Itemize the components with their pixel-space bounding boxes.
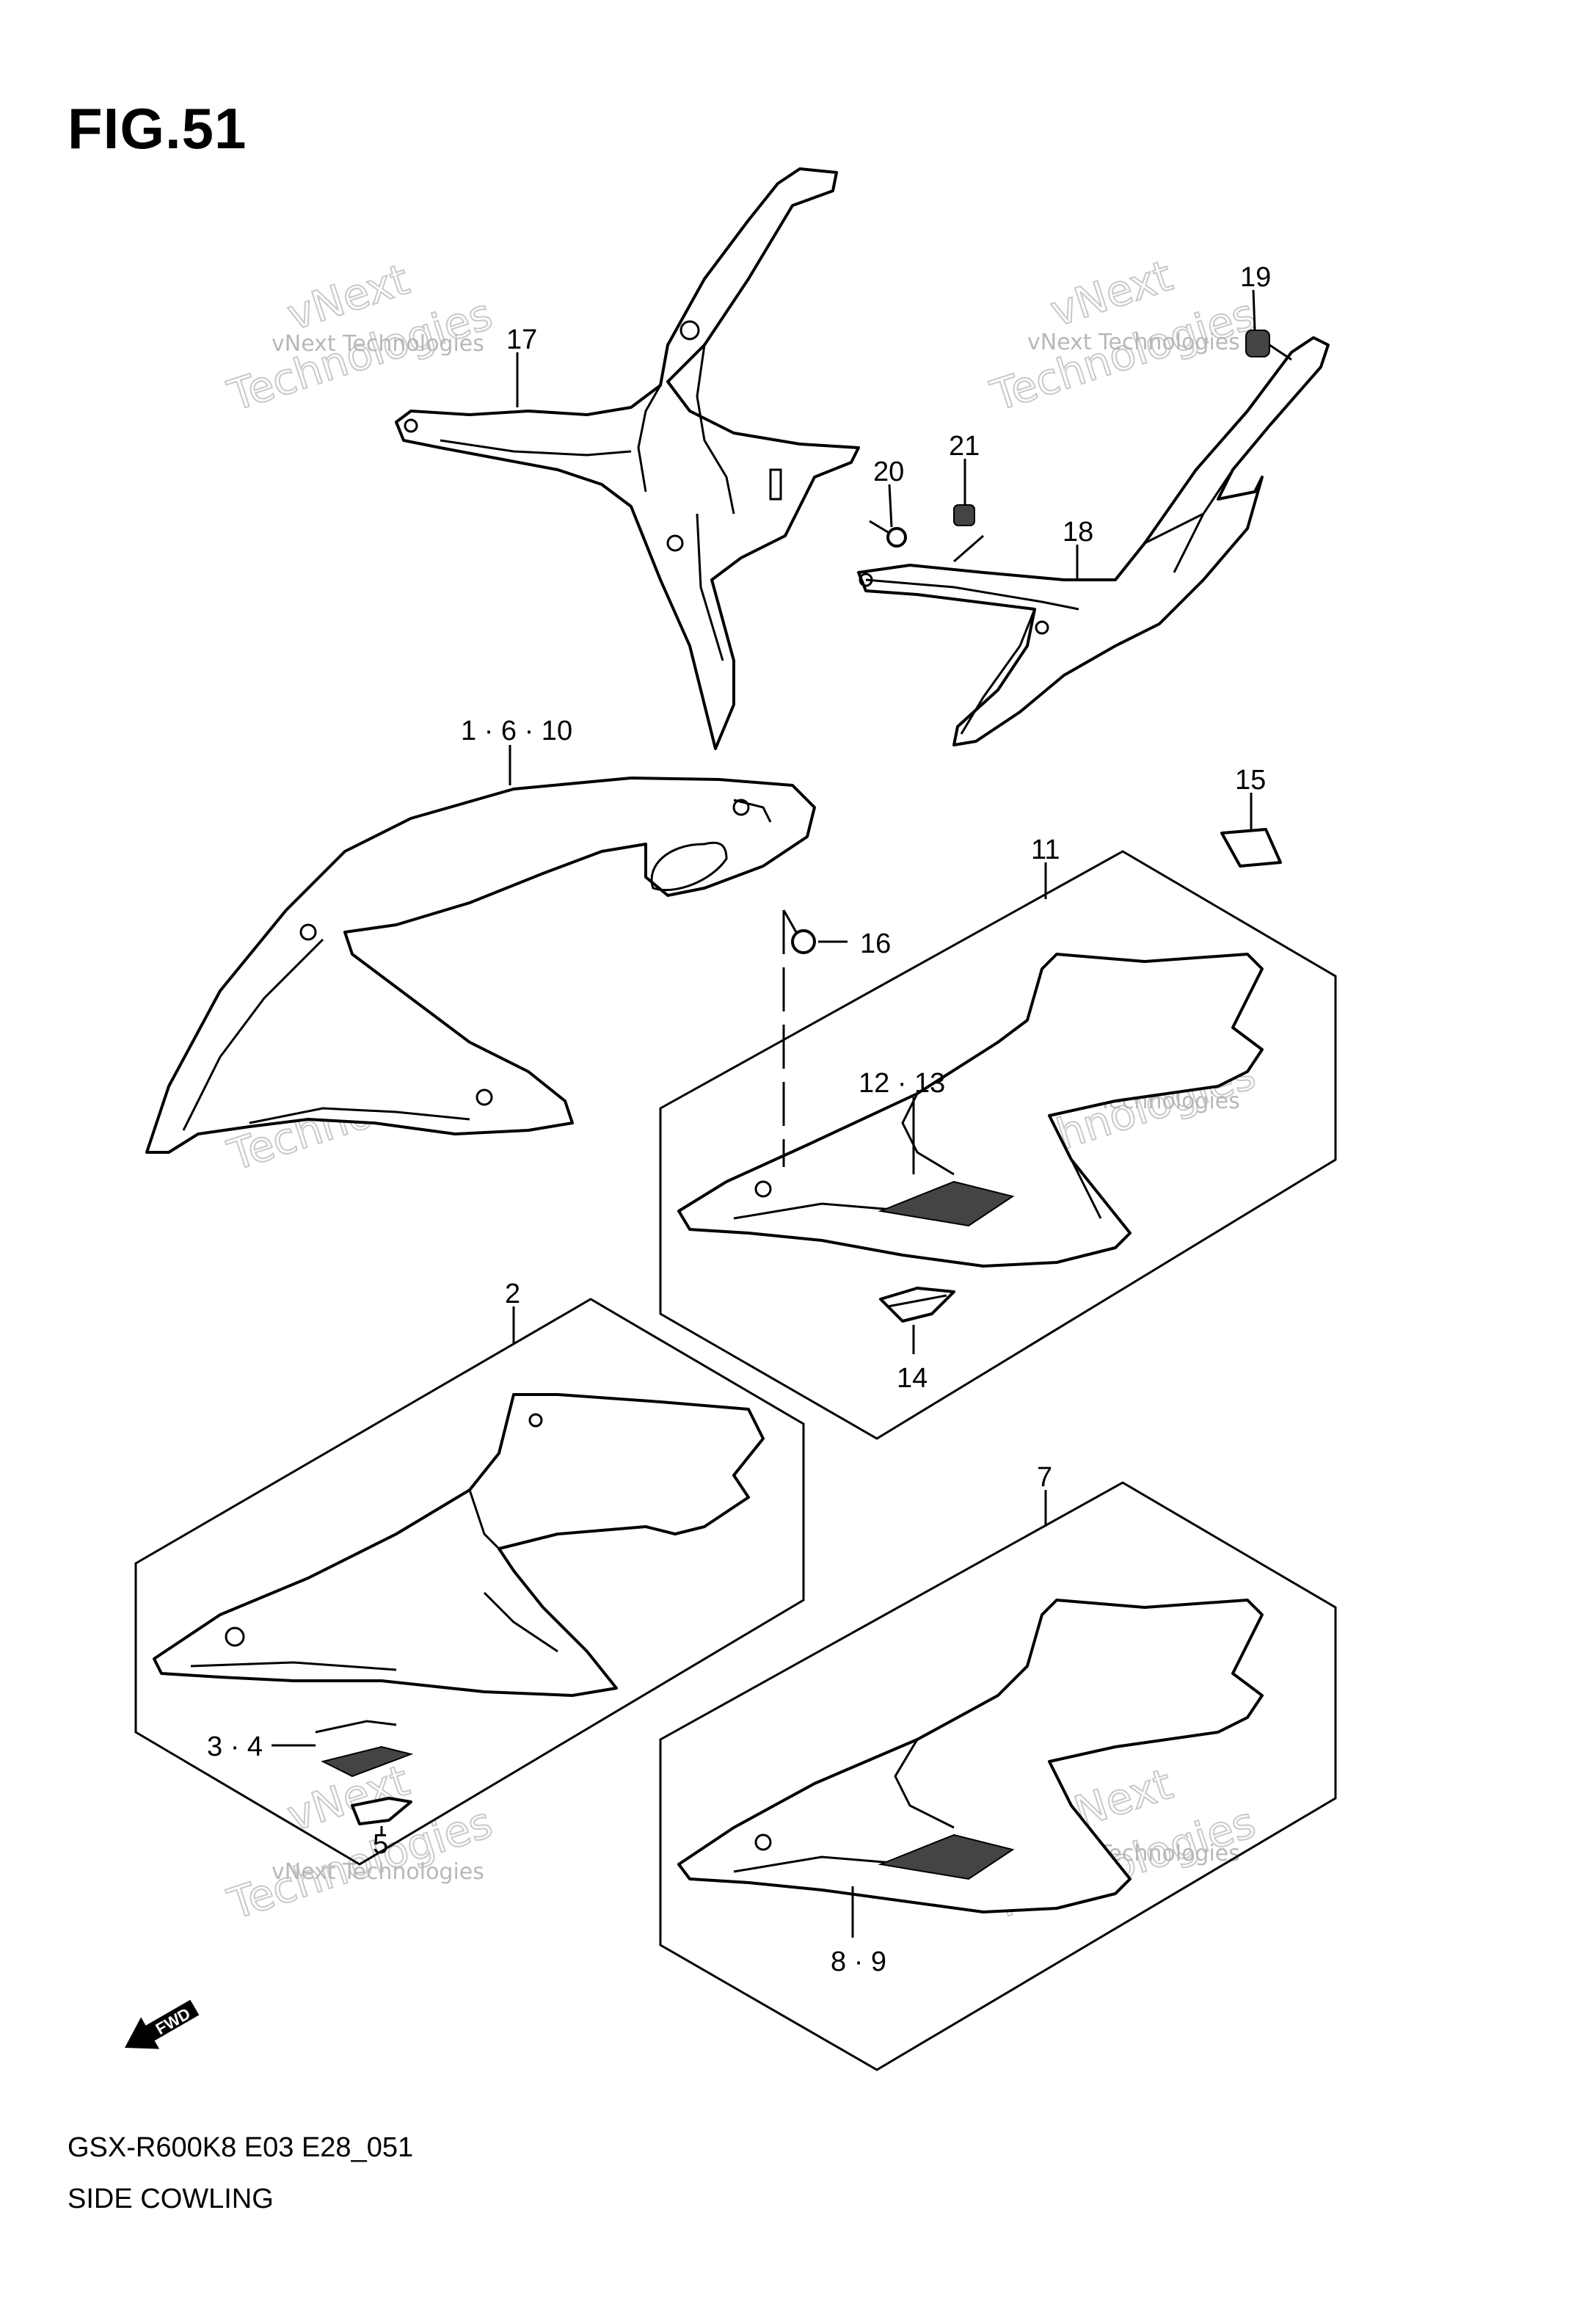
bolt-hole-icon [299,923,317,941]
callout-labels: 17 19 20 21 18 1 · 6 · 10 15 11 16 12 · … [207,262,1271,1977]
callout-1-6-10: 1 · 6 · 10 [461,716,572,746]
callout-3-4: 3 · 4 [207,1731,263,1762]
callout-5: 5 [373,1829,388,1860]
watermark-top-left: vNext Technologies vNext Technologies [221,253,498,421]
part-16-clip [782,909,816,954]
part-14-emblem [879,1287,955,1323]
kit-11-box [659,850,1337,1440]
callout-7: 7 [1037,1462,1052,1493]
part-1-6-10-side-cowling [145,777,816,1154]
bolt-hole-icon [859,572,873,587]
decal-icon [878,1833,1015,1880]
part-17-inner-cowling [395,167,860,750]
model-code: GSX-R600K8 E03 E28_051 [68,2132,414,2163]
callout-21: 21 [949,431,980,462]
callout-14: 14 [897,1363,928,1394]
callout-17: 17 [506,324,537,355]
decal-icon [321,1745,414,1778]
watermark-company: vNext Technologies [1027,330,1240,355]
bolt-hole-icon [528,1413,543,1428]
callout-8-9: 8 · 9 [831,1946,886,1977]
part-20-screw [869,520,907,548]
bolt-hole-icon [404,418,418,433]
part-2-side-cowling [153,1393,765,1697]
bolt-hole-icon [754,1833,772,1851]
callout-15: 15 [1235,765,1266,796]
bolt-hole-icon [225,1626,245,1647]
part-7-lower-cowling [677,1599,1264,1913]
figure-title: FIG.51 [68,96,247,161]
bolt-hole-icon [679,320,700,341]
callout-19: 19 [1240,262,1271,293]
slot-icon [769,468,782,501]
kit-2-box [134,1298,805,1866]
decal-icon [878,1180,1015,1227]
part-19-grommet [1245,330,1292,361]
kit-7-box [659,1481,1337,2071]
part-12-13-lower-cowling [677,953,1264,1268]
bolt-hole-icon [1035,620,1049,635]
watermark-company: vNext Technologies [272,331,484,357]
watermark-company: vNext Technologies [272,1859,484,1885]
callout-11: 11 [1031,835,1060,865]
part-15-label-tag [1220,828,1282,868]
callout-2: 2 [505,1279,520,1309]
bolt-hole-icon [732,799,750,816]
part-21-nut [953,504,975,526]
watermark-bottom-left: vNext Technologies vNext Technologies [221,1754,498,1930]
bolt-hole-icon [666,534,684,552]
callout-12-13: 12 · 13 [859,1068,945,1099]
fwd-arrow-icon: FWD [125,1999,200,2049]
leader-lines [272,289,1256,1938]
section-name: SIDE COWLING [68,2184,274,2214]
part-3-4-decal [315,1720,414,1778]
callout-16: 16 [860,928,891,959]
watermark-top-right: vNext Technologies vNext Technologies [984,250,1261,421]
bolt-hole-icon [754,1180,772,1198]
callout-20: 20 [873,457,904,487]
bolt-hole-icon [475,1088,493,1106]
part-5-emblem [351,1797,412,1825]
part-18-side-panel [857,336,1330,746]
callout-18: 18 [1063,517,1093,548]
